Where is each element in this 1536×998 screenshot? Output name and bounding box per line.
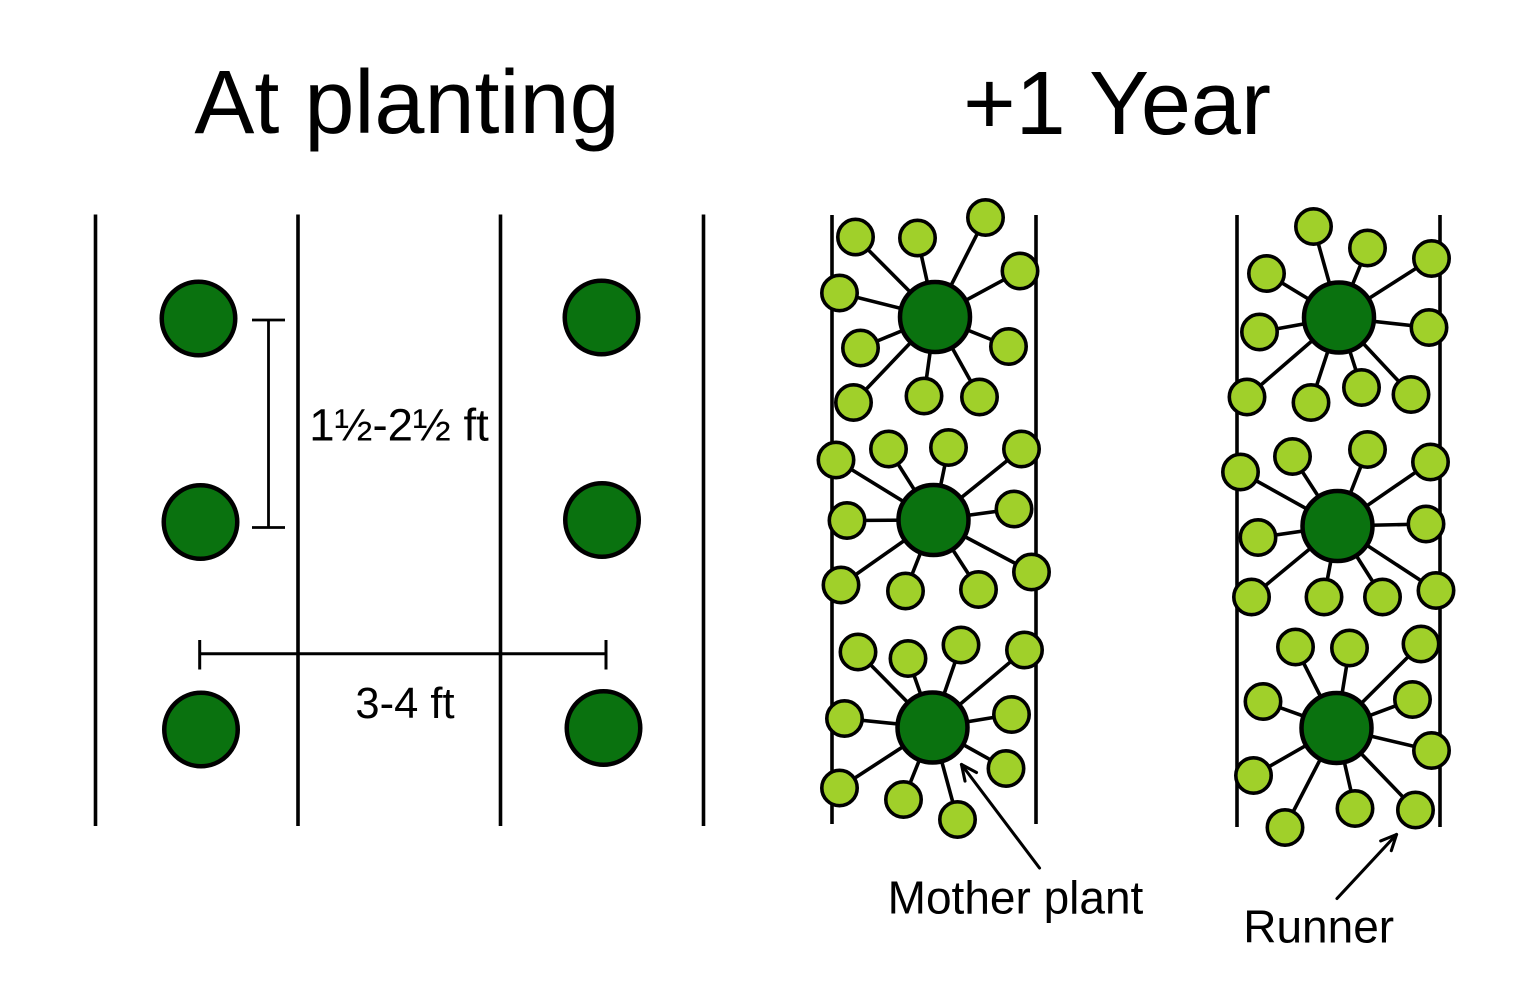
svg-text:Mother plant: Mother plant bbox=[888, 872, 1144, 924]
svg-text:At planting: At planting bbox=[194, 53, 619, 153]
svg-text:Runner: Runner bbox=[1243, 901, 1394, 953]
svg-text:+1 Year: +1 Year bbox=[963, 54, 1271, 154]
svg-text:1½-2½ ft: 1½-2½ ft bbox=[309, 400, 489, 451]
svg-text:3-4 ft: 3-4 ft bbox=[355, 680, 454, 728]
